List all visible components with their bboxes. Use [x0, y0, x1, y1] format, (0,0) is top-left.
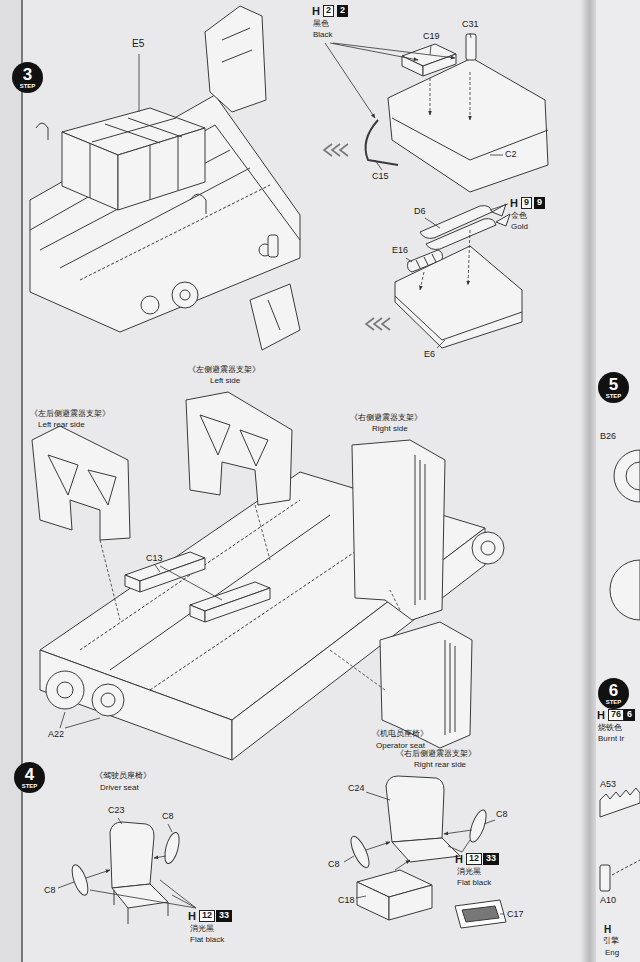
- color-name: 黑色: [313, 20, 329, 29]
- leader-lines: [60, 505, 400, 728]
- part-number: C13: [146, 554, 163, 564]
- step-badge: 5STEP: [598, 372, 629, 403]
- color-name: Flat black: [190, 936, 224, 945]
- part-number: C15: [372, 172, 389, 182]
- color-name: Eng: [605, 949, 619, 958]
- assembly-label: 《机电员座椅》: [372, 730, 428, 739]
- color-name: Gold: [511, 223, 528, 232]
- paint-number: 33: [483, 853, 499, 865]
- assembly-label: 《右侧避震器支架》: [350, 414, 422, 423]
- color-name: Black: [313, 31, 333, 40]
- next-page-parts: [600, 450, 640, 891]
- step-number: 5: [609, 376, 618, 393]
- part-number: E6: [424, 350, 435, 360]
- color-name: 引擎: [603, 937, 619, 946]
- step-number: 6: [609, 682, 618, 699]
- step-word: STEP: [606, 393, 622, 399]
- assembly-chevrons: [324, 144, 390, 330]
- part-number: C8: [162, 812, 174, 822]
- leader-lines: [325, 33, 508, 348]
- assembly-label: 《左后侧避震器支架》: [30, 410, 110, 419]
- book-spine: [580, 0, 596, 962]
- step3-hull: [30, 6, 300, 350]
- part-number: E16: [392, 246, 408, 256]
- part-number: A22: [48, 730, 64, 740]
- paint-number: 9: [534, 197, 545, 209]
- color-name: 烧铁色: [598, 724, 622, 733]
- seats: [69, 776, 506, 928]
- part-number: C24: [348, 784, 365, 794]
- step-badge: 4STEP: [14, 762, 45, 793]
- part-number: A53: [600, 780, 616, 790]
- step-number: 3: [23, 66, 32, 83]
- assembly-label: Operator seat: [376, 742, 425, 751]
- paint-letter: H: [597, 709, 605, 721]
- paint-number: 2: [337, 5, 348, 17]
- page-edge: [21, 0, 23, 962]
- part-number: C18: [338, 896, 355, 906]
- part-number: C8: [328, 860, 340, 870]
- assembly-label: Right side: [372, 425, 408, 434]
- paint-number: 6: [624, 709, 635, 721]
- part-number: C8: [44, 886, 56, 896]
- assembly-label: Right rear side: [414, 761, 466, 770]
- step-word: STEP: [22, 783, 38, 789]
- assembly-label: Driver seat: [100, 784, 139, 793]
- paint-number: 33: [216, 910, 232, 922]
- part-number: D6: [414, 207, 426, 217]
- part-number: C31: [462, 20, 479, 30]
- assembly-label: 《左侧避震器支架》: [188, 366, 260, 375]
- part-number: C2: [505, 150, 517, 160]
- leader-lines: [58, 792, 504, 914]
- leader-line: [139, 54, 140, 112]
- step3-chassis: [32, 392, 504, 760]
- part-number: C23: [108, 806, 125, 816]
- paint-number: 9: [521, 197, 532, 209]
- step-number: 4: [25, 766, 34, 783]
- part-number: A10: [600, 896, 616, 906]
- assembly-label: 《右后侧避震器支架》: [396, 750, 476, 759]
- paint-number: 2: [323, 5, 334, 17]
- step-word: STEP: [606, 699, 622, 705]
- color-name: 金色: [511, 212, 527, 221]
- paint-letter: H: [312, 5, 320, 17]
- paint-letter: H: [510, 197, 518, 209]
- paint-number: 12: [199, 910, 215, 922]
- page-margin: [0, 0, 22, 962]
- next-page: [596, 0, 640, 962]
- part-number: C19: [423, 32, 440, 42]
- step-badge: 3STEP: [12, 62, 43, 93]
- part-number: E5: [132, 38, 144, 49]
- color-name: Burnt Ir: [598, 735, 624, 744]
- assembly-label: Left side: [210, 377, 240, 386]
- step-word: STEP: [20, 83, 36, 89]
- step-badge: 6STEP: [598, 678, 629, 709]
- part-number: C8: [496, 810, 508, 820]
- assembly-label: 《驾驶员座椅》: [95, 772, 151, 781]
- part-number: C17: [507, 910, 524, 920]
- step3-subassembly: [366, 34, 548, 348]
- color-name: 消光黑: [190, 925, 214, 934]
- paint-letter: H: [188, 910, 196, 922]
- paint-number: 76: [608, 709, 624, 721]
- assembly-label: Left rear side: [38, 421, 85, 430]
- part-number: B26: [600, 432, 616, 442]
- color-name: 消光黑: [457, 868, 481, 877]
- paint-number: 12: [466, 853, 482, 865]
- color-name: Flat black: [457, 879, 491, 888]
- paint-letter: H: [455, 853, 463, 865]
- paint-letter: H: [604, 924, 611, 935]
